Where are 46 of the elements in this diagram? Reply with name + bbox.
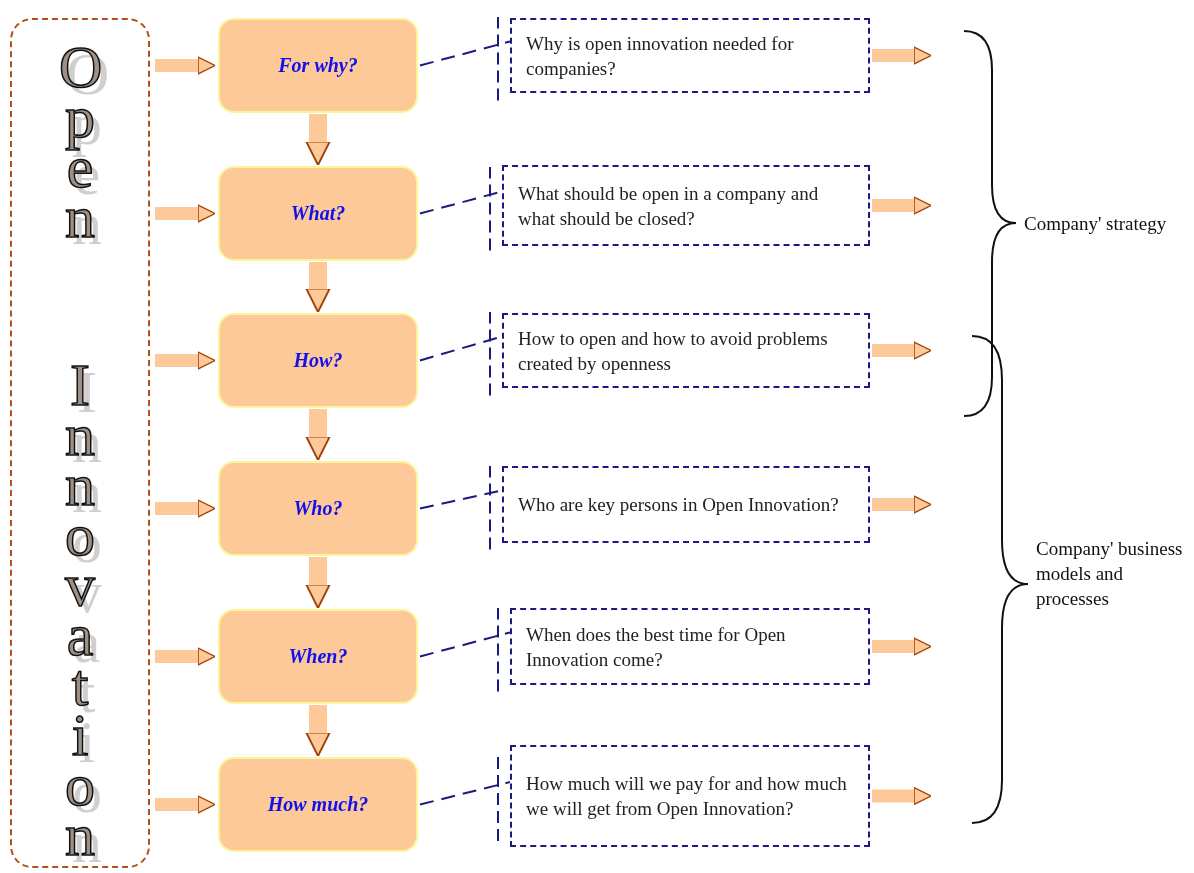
vertical-title: Open — [58, 42, 149, 242]
step-box — [218, 313, 418, 408]
step-label: Who? — [293, 497, 343, 520]
question-box — [510, 608, 870, 685]
question-text: Why is open innovation needed for companies? — [526, 31, 795, 81]
block-arrow — [155, 351, 216, 370]
block-arrow — [305, 262, 331, 313]
step-box — [218, 18, 418, 113]
block-arrow — [872, 196, 932, 215]
block-arrow — [305, 705, 331, 757]
step-label: When? — [288, 645, 348, 668]
question-box — [502, 313, 870, 388]
block-arrow — [155, 795, 216, 814]
block-arrow — [872, 341, 932, 360]
vertical-title: Innovation — [64, 360, 144, 860]
step-box — [218, 166, 418, 261]
question-text: What should be open in a company and what should be closed? — [518, 181, 820, 231]
step-label: What? — [290, 202, 346, 225]
brace-label: Company' business models and processes — [1036, 537, 1184, 611]
block-arrow — [155, 56, 216, 75]
question-box — [510, 745, 870, 847]
block-arrow — [155, 499, 216, 518]
question-text: How to open and how to avoid problems created by openness — [518, 326, 829, 376]
step-label: For why? — [278, 54, 358, 77]
question-text: How much will we pay for and how much we will get from Open Innovation? — [526, 772, 848, 821]
step-box — [218, 757, 418, 852]
question-text: Who are key persons in Open Innovation? — [518, 493, 839, 517]
step-box — [218, 461, 418, 556]
step-label: How? — [293, 349, 343, 372]
question-box — [502, 466, 870, 543]
brace-label: Company' strategy — [1024, 212, 1168, 236]
block-arrow — [872, 46, 932, 65]
question-box — [502, 165, 870, 246]
block-arrow — [305, 557, 331, 609]
block-arrow — [872, 786, 932, 806]
block-arrow — [305, 114, 331, 166]
block-arrow — [305, 409, 331, 461]
dashed-panel — [10, 18, 150, 868]
block-arrow — [155, 647, 216, 666]
step-box — [218, 609, 418, 704]
block-arrow — [155, 204, 216, 223]
block-arrow — [872, 637, 932, 656]
question-box — [510, 18, 870, 93]
step-label: How much? — [267, 793, 369, 816]
question-text: When does the best time for Open Innovation come? — [526, 622, 787, 672]
block-arrow — [872, 495, 932, 514]
